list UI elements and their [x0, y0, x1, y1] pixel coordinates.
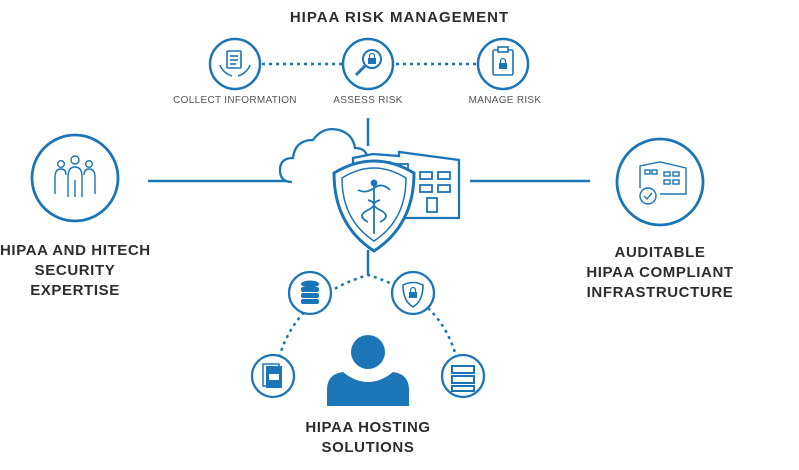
step-label-collect: COLLECT INFORMATION: [173, 95, 297, 106]
database-node: [287, 270, 333, 316]
security-expertise-node: [30, 133, 120, 223]
document-stack-icon: [262, 363, 282, 388]
assess-risk-node: [341, 37, 395, 91]
team-people-icon: [54, 155, 96, 197]
right-heading-line3: INFRASTRUCTURE: [586, 284, 734, 301]
left-heading-line2: SECURITY: [34, 262, 116, 279]
bottom-heading-line1: HIPAA HOSTING: [305, 419, 431, 436]
shield-lock-icon: [402, 281, 424, 308]
right-heading-line2: HIPAA COMPLIANT: [586, 264, 734, 281]
person-icon: [327, 335, 409, 406]
server-node: [440, 353, 486, 399]
cloud-building-shield-icon: [278, 127, 461, 253]
step-label-manage: MANAGE RISK: [468, 95, 542, 106]
collect-information-node: [208, 37, 262, 91]
document-stack-node: [250, 353, 296, 399]
page-title: HIPAA RISK MANAGEMENT: [289, 9, 510, 26]
right-heading-line1: AUDITABLE: [614, 244, 706, 261]
connector-bottom-arc: [273, 273, 462, 379]
magnifier-lock-icon: [354, 49, 382, 77]
bottom-heading-line2: SOLUTIONS: [321, 439, 415, 456]
clipboard-lock-icon: [492, 46, 514, 76]
document-hands-icon: [219, 50, 251, 77]
step-label-assess: ASSESS RISK: [333, 95, 403, 106]
left-heading-line3: EXPERTISE: [30, 282, 120, 299]
manage-risk-node: [476, 37, 530, 91]
server-icon: [451, 365, 475, 392]
connectors: [148, 62, 590, 379]
shield-lock-node: [390, 270, 436, 316]
building-gear-icon: [639, 161, 687, 205]
database-icon: [301, 280, 319, 304]
left-heading-line1: HIPAA AND HITECH: [0, 242, 151, 259]
compliant-infrastructure-node: [615, 137, 705, 227]
